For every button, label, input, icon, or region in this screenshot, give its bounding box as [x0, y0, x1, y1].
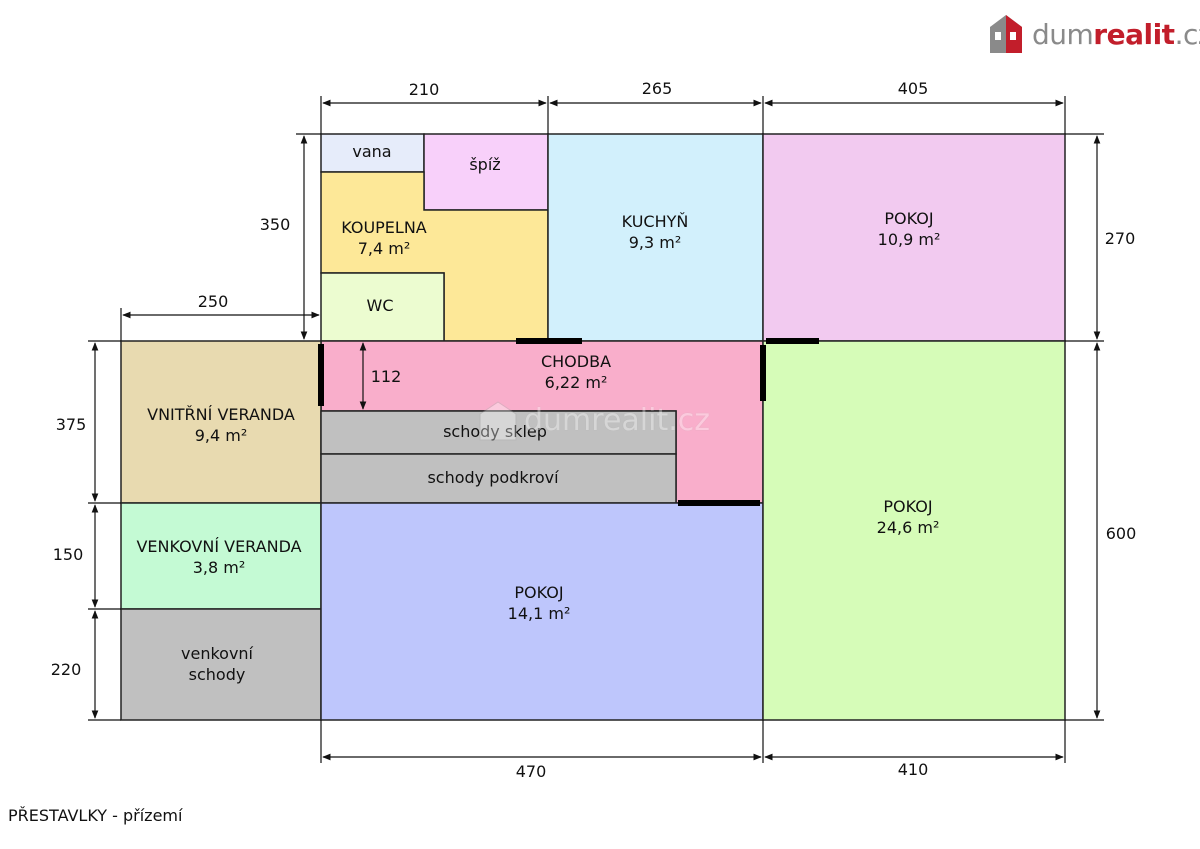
- room-kuchyn: [547, 133, 764, 342]
- brand-prefix: dum: [1032, 17, 1094, 51]
- area-pokoj-right: 24,6 m²: [877, 518, 940, 537]
- door-chodba-pokoj-right: [760, 345, 766, 401]
- label-kuchyn: KUCHYŇ: [622, 212, 689, 231]
- area-kuchyn: 9,3 m²: [629, 233, 682, 252]
- watermark: dumrealit.cz: [478, 398, 710, 442]
- door-chodba-kuchyn: [516, 338, 582, 344]
- stairs-podkrovi: [320, 453, 677, 504]
- dim-left-375: 375: [56, 415, 87, 434]
- area-pokoj-bottom: 14,1 m²: [508, 604, 571, 623]
- brand-name: dumrealit.cz: [1032, 18, 1200, 51]
- watermark-house-icon: [479, 401, 517, 441]
- brand-highlight: realit: [1093, 17, 1175, 51]
- door-veranda-chodba: [318, 344, 324, 406]
- dim-top-210: 210: [409, 80, 440, 99]
- dim-bottom-470: 470: [516, 762, 547, 781]
- label-spiz: špíž: [469, 155, 500, 174]
- dim-top-405: 405: [898, 79, 929, 98]
- watermark-text: dumrealit.cz: [524, 402, 711, 438]
- room-venkovni-veranda: [120, 502, 322, 610]
- door-chodba-pokoj-top: [766, 338, 819, 344]
- label-pokoj-right: POKOJ: [883, 497, 932, 516]
- room-pokoj-top: [762, 133, 1066, 342]
- label-pokoj-top: POKOJ: [884, 209, 933, 228]
- dim-bottom-410: 410: [898, 760, 929, 779]
- label-schody-sklep: schody sklep: [443, 422, 547, 441]
- label-vana: vana: [352, 142, 391, 161]
- room-pokoj-right: [762, 340, 1066, 721]
- door-chodba-pokoj-bottom: [678, 500, 760, 506]
- room-pokoj-bottom: [320, 502, 764, 721]
- house-logo-icon: [990, 15, 1022, 53]
- brand-suffix: .cz: [1174, 17, 1200, 51]
- label-venkovni-schody: venkovní: [181, 644, 254, 663]
- label-chodba: CHODBA: [541, 352, 611, 371]
- label-venkovni-veranda: VENKOVNÍ VERANDA: [136, 537, 301, 556]
- room-wc: [320, 272, 445, 342]
- area-vnitrni-veranda: 9,4 m²: [195, 426, 248, 445]
- dim-left-220: 220: [51, 660, 82, 679]
- room-vana: [320, 133, 425, 173]
- plan-caption: PŘESTAVLKY - přízemí: [8, 806, 183, 825]
- dim-left-350: 350: [260, 215, 291, 234]
- label-vnitrni-veranda: VNITŘNÍ VERANDA: [147, 405, 295, 424]
- area-koupelna: 7,4 m²: [358, 239, 411, 258]
- outdoor-stairs: [120, 608, 322, 721]
- label-pokoj-bottom: POKOJ: [514, 583, 563, 602]
- dim-right-270: 270: [1105, 229, 1136, 248]
- room-vnitrni-veranda: [120, 340, 322, 504]
- label-schody-podkrovi: schody podkroví: [427, 468, 559, 487]
- label-koupelna: KOUPELNA: [341, 218, 427, 237]
- area-pokoj-top: 10,9 m²: [878, 230, 941, 249]
- dim-top-265: 265: [642, 79, 673, 98]
- label-wc: WC: [367, 296, 394, 315]
- area-chodba: 6,22 m²: [545, 373, 608, 392]
- brand-logo: dumrealit.cz: [988, 12, 1200, 56]
- room-spiz: [423, 133, 549, 211]
- dim-left-150: 150: [53, 545, 84, 564]
- label-venkovni-schody-2: schody: [189, 665, 246, 684]
- dim-left-250: 250: [198, 292, 229, 311]
- area-venkovni-veranda: 3,8 m²: [193, 558, 246, 577]
- dim-right-600: 600: [1106, 524, 1137, 543]
- dim-inner-112: 112: [371, 367, 402, 386]
- stairs-sklep: [320, 410, 677, 455]
